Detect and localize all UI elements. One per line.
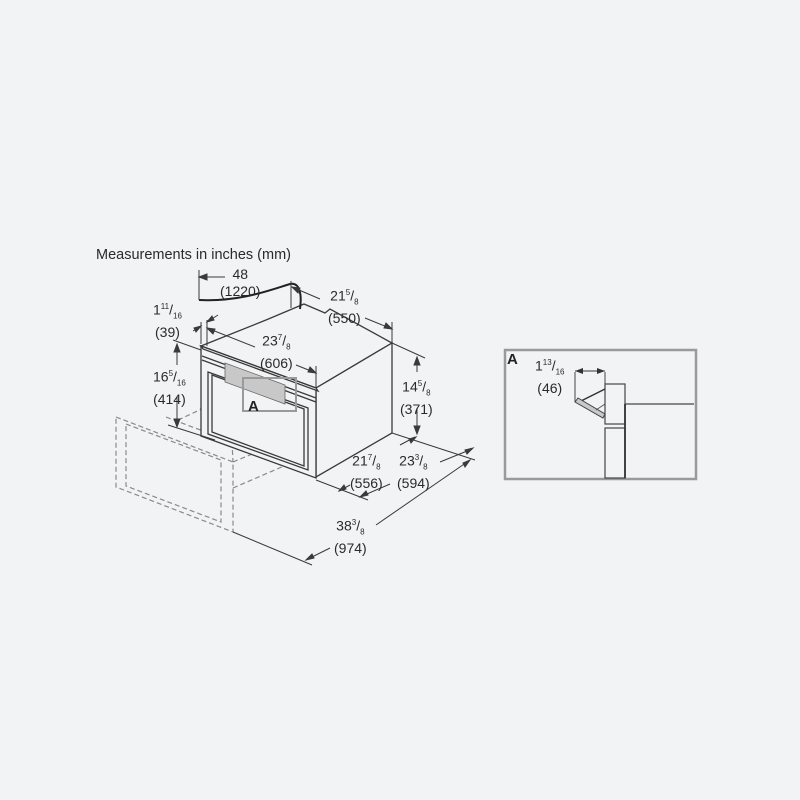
page-title: Measurements in inches (mm) xyxy=(96,247,291,263)
body-height-mm: (371) xyxy=(400,401,433,418)
cord-length-mm: (1220) xyxy=(220,283,261,299)
detail-offset-mm: (46) xyxy=(537,380,563,397)
front-height-mm: (414) xyxy=(153,391,186,408)
cord-length-inches: 48 xyxy=(232,266,249,282)
front-offset-label: 111/16 (39) xyxy=(153,301,182,341)
body-height-label: 145/8 (371) xyxy=(400,378,433,418)
detail-offset-label: 113/16 (46) xyxy=(535,357,565,397)
body-depth-label: 217/8 (556) xyxy=(350,452,383,492)
body-depth-mm: (556) xyxy=(350,475,383,492)
detail-a-label: A xyxy=(507,351,518,368)
total-depth-mm: (594) xyxy=(397,475,430,492)
detail-a-panel xyxy=(503,348,698,481)
top-depth-label: 215/8 (550) xyxy=(328,287,361,327)
front-height-label: 165/16 (414) xyxy=(153,368,186,408)
power-cord xyxy=(198,282,302,310)
detail-a-callout-label: A xyxy=(248,398,259,415)
front-offset-mm: (39) xyxy=(155,324,180,341)
top-depth-mm: (550) xyxy=(328,310,361,327)
total-depth-label: 233/8 (594) xyxy=(397,452,430,492)
door-open-depth-label: 383/8 (974) xyxy=(334,517,367,557)
cord-length-label: 48 (1220) xyxy=(220,266,260,300)
detail-a-callout-box xyxy=(242,377,297,412)
width-mm: (606) xyxy=(260,355,293,372)
width-label: 237/8 (606) xyxy=(260,332,293,372)
dimension-lines xyxy=(167,270,476,566)
door-open-depth-mm: (974) xyxy=(334,540,367,557)
